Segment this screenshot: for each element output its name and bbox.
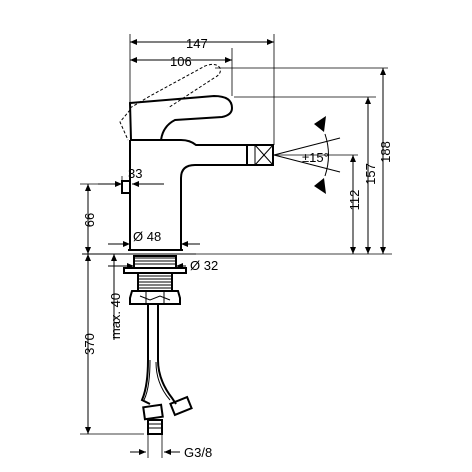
faucet-body [119,63,274,251]
dim-66: 66 [82,184,97,254]
dim-188-label: 188 [378,141,393,163]
dim-32-label: Ø 32 [190,258,218,273]
dim-157-label: 157 [363,163,378,185]
dim-188: 188 [378,68,393,254]
under-counter-assembly [82,253,196,435]
dim-66-label: 66 [82,213,97,227]
mounting-nut [129,290,181,305]
dim-max-40: max. 40 [108,254,123,340]
dim-147: 147 [130,36,274,51]
dim-33-label: 33 [128,166,142,181]
dim-thread: G3/8 [130,434,212,460]
extension-lines [80,34,392,435]
spray-nozzle [246,144,274,166]
dim-370-label: 370 [82,333,97,355]
popup-rod [121,180,131,194]
dim-max40-label: max. 40 [108,293,123,339]
dim-thread-label: G3/8 [184,445,212,460]
dim-106: 106 [130,54,232,69]
dim-33: 33 [98,166,164,200]
dim-angle: ±15° [273,116,341,194]
hose-fitting-right [169,395,193,417]
dim-112-label: 112 [347,190,362,211]
hose-fitting-left [142,403,164,421]
dim-48-label: Ø 48 [133,229,161,244]
dim-angle-label: ±15° [302,150,329,165]
dim-106-label: 106 [170,54,192,69]
dim-diameter-48: Ø 48 [108,229,200,247]
dim-112: 112 [347,155,362,254]
dim-diameter-32: Ø 32 [108,258,218,273]
dim-147-label: 147 [186,36,208,51]
dim-157: 157 [363,97,378,254]
dim-370: 370 [82,254,97,434]
lever-handle [128,94,234,141]
supply-hose-left [140,304,151,405]
